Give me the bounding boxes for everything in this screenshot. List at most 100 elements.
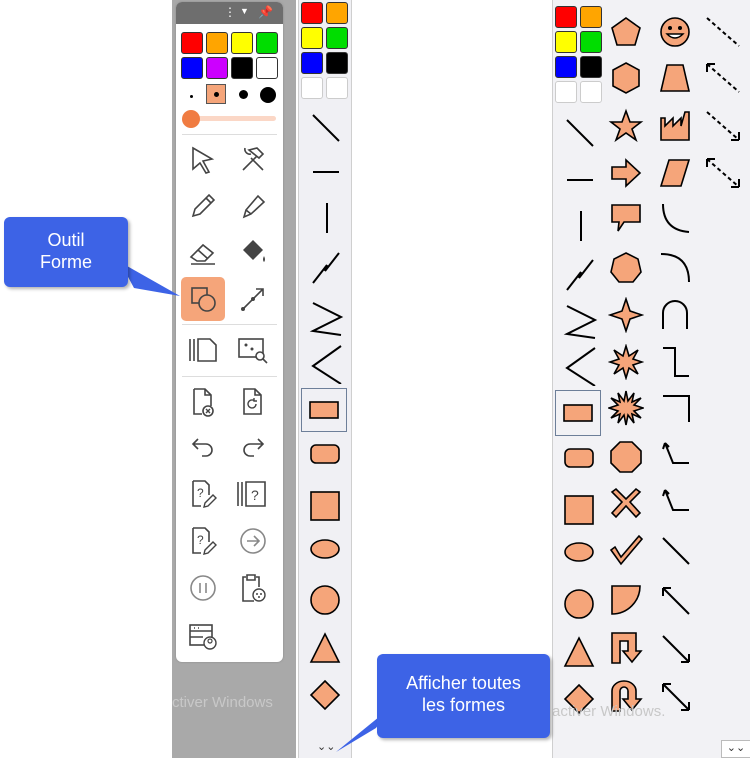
panel-shape-arrow-both[interactable] [653, 674, 697, 718]
highlighter-tool[interactable] [231, 184, 275, 228]
panel-shape-diamond[interactable] [557, 677, 601, 721]
panel-shape-arc-corner[interactable] [653, 196, 697, 240]
color-swatch-purple[interactable] [206, 57, 228, 79]
shape-line-horiz[interactable] [303, 150, 347, 194]
pin-icon[interactable]: 📌 [258, 5, 273, 19]
panel-shape-arrow-end[interactable] [653, 626, 697, 670]
panel-shape-arc[interactable] [653, 246, 697, 290]
panel-shape-parallelogram[interactable] [653, 151, 697, 195]
panel-shape-smiley[interactable] [653, 10, 697, 54]
shape-tool-selected[interactable] [181, 277, 225, 321]
size-slider-handle[interactable] [182, 110, 200, 128]
shape-angle[interactable] [303, 342, 347, 386]
shape-ellipse[interactable] [303, 527, 347, 571]
color-swatch-red[interactable] [181, 32, 203, 54]
panel-shape-arrow-right[interactable] [604, 151, 648, 195]
pages-button[interactable] [181, 328, 225, 372]
panel-shape-dashed-line[interactable] [701, 10, 745, 54]
panel-shape-dashed-arrow-both[interactable] [701, 151, 745, 195]
panel-shape-starburst-16[interactable] [604, 386, 648, 430]
panel-shape-corner-line[interactable] [653, 386, 697, 430]
fill-tool[interactable] [231, 230, 275, 274]
color-swatch-blue[interactable] [181, 57, 203, 79]
delete-page-button[interactable] [181, 380, 225, 424]
more-icon[interactable]: ⋮ [224, 5, 236, 19]
size-xs[interactable] [190, 95, 193, 98]
panel-color-blue[interactable] [555, 56, 577, 78]
size-small-selected[interactable] [206, 84, 226, 104]
strip-color-white[interactable] [301, 77, 323, 99]
size-slider-track[interactable] [184, 116, 276, 121]
shape-rectangle-selected[interactable] [301, 388, 347, 432]
shape-z-line[interactable] [303, 295, 347, 339]
panel-shape-line-diag[interactable] [557, 110, 601, 154]
shape-zigzag[interactable] [303, 245, 347, 289]
panel-color-red[interactable] [555, 6, 577, 28]
shape-rounded-rect[interactable] [303, 432, 347, 476]
panel-shape-octagon[interactable] [604, 435, 648, 479]
shape-circle[interactable] [303, 578, 347, 622]
color-swatch-black[interactable] [231, 57, 253, 79]
panel-color-yellow[interactable] [555, 31, 577, 53]
panel-shape-bent-arrow[interactable] [653, 433, 697, 477]
panel-shape-rectangle-selected[interactable] [555, 390, 601, 436]
panel-shape-ellipse[interactable] [557, 530, 601, 574]
panel-shape-rounded-rect[interactable] [557, 436, 601, 480]
size-medium[interactable] [239, 90, 248, 99]
panel-shape-u-arrow[interactable] [604, 674, 648, 718]
shape-square[interactable] [303, 484, 347, 528]
question-pages-button[interactable]: ? [231, 472, 275, 516]
panel-shape-line-vert[interactable] [557, 203, 601, 247]
color-swatch-yellow[interactable] [231, 32, 253, 54]
clipboard-button[interactable] [231, 566, 275, 610]
strip-color-orange[interactable] [326, 2, 348, 24]
panel-shape-callout[interactable] [604, 196, 648, 240]
panel-shape-arch[interactable] [653, 293, 697, 337]
panel-shape-trapezoid[interactable] [653, 56, 697, 100]
color-swatch-orange[interactable] [206, 32, 228, 54]
next-button[interactable] [231, 519, 275, 563]
panel-shape-z-line[interactable] [557, 298, 601, 342]
show-all-shapes-button[interactable]: ⌄⌄ [317, 741, 336, 753]
strip-color-black[interactable] [326, 52, 348, 74]
panel-shape-quarter-circle[interactable] [604, 578, 648, 622]
panel-shape-heptagon[interactable] [604, 246, 648, 290]
toolbar-header[interactable]: ⋮ ▼ 📌 [176, 2, 283, 24]
panel-color-orange[interactable] [580, 6, 602, 28]
question-edit-2-button[interactable]: ? [181, 519, 225, 563]
panel-color-white[interactable] [555, 81, 577, 103]
panel-shape-starburst-8[interactable] [604, 340, 648, 384]
panel-shape-diag-line[interactable] [653, 528, 697, 572]
line-tool[interactable] [231, 277, 275, 321]
panel-color-black[interactable] [580, 56, 602, 78]
collapse-shapes-button[interactable]: ⌄⌄ [721, 740, 750, 758]
panel-shape-bent-arrow-2[interactable] [653, 480, 697, 524]
panel-color-white-2[interactable] [580, 81, 602, 103]
color-swatch-green[interactable] [256, 32, 278, 54]
strip-color-white-2[interactable] [326, 77, 348, 99]
dropdown-icon[interactable]: ▼ [240, 6, 249, 16]
panel-shape-pentagon[interactable] [604, 10, 648, 54]
screen-search-button[interactable] [231, 328, 275, 372]
shape-diamond[interactable] [303, 673, 347, 717]
panel-shape-star-4[interactable] [604, 293, 648, 337]
panel-shape-hexagon[interactable] [604, 56, 648, 100]
refresh-page-button[interactable] [231, 380, 275, 424]
redo-button[interactable] [231, 424, 275, 468]
strip-color-blue[interactable] [301, 52, 323, 74]
panel-shape-circle[interactable] [557, 582, 601, 626]
shape-line-diag[interactable] [303, 105, 347, 149]
panel-shape-dashed-arrow-end[interactable] [701, 104, 745, 148]
color-swatch-white[interactable] [256, 57, 278, 79]
panel-color-green[interactable] [580, 31, 602, 53]
eraser-tool[interactable] [181, 230, 225, 274]
panel-shape-star-5[interactable] [604, 104, 648, 148]
panel-shape-factory[interactable] [653, 104, 697, 148]
panel-shape-x-cross[interactable] [604, 482, 648, 526]
pencil-tool[interactable] [181, 184, 225, 228]
panel-shape-uturn-arrow[interactable] [604, 626, 648, 670]
strip-color-red[interactable] [301, 2, 323, 24]
panel-shape-step-line[interactable] [653, 340, 697, 384]
undo-button[interactable] [181, 424, 225, 468]
panel-shape-zigzag[interactable] [557, 252, 601, 296]
